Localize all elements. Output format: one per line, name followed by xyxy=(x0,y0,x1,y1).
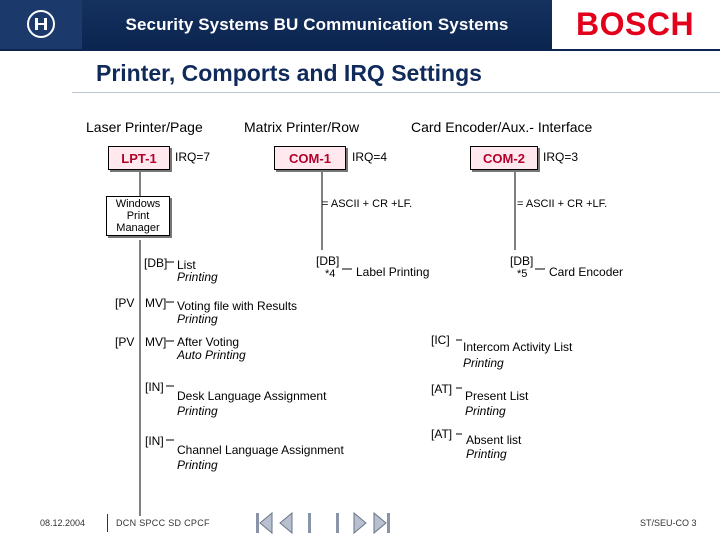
header-title: Security Systems BU Communication System… xyxy=(125,15,509,34)
right-item-2-line1: Present List xyxy=(465,389,529,403)
right-item-1-line2: Printing xyxy=(463,356,504,370)
page-title: Printer, Comports and IRQ Settings xyxy=(96,60,482,86)
card-item-tag: [DB] xyxy=(510,254,534,268)
right-item-1-tag: [IC] xyxy=(431,333,450,347)
header-divider xyxy=(0,49,720,51)
laser-item-3-prefix: [PV xyxy=(115,335,135,349)
right-item-3-tag: [AT] xyxy=(431,427,453,441)
first-slide-icon[interactable] xyxy=(256,511,273,535)
windows-print-manager-label: Windows Print Manager xyxy=(115,198,161,234)
bosch-logo-icon xyxy=(0,0,82,49)
com1-irq: IRQ=4 xyxy=(352,150,388,164)
com1-ascii-note: = ASCII + CR +LF. xyxy=(322,198,413,210)
laser-item-5-line1: Channel Language Assignment xyxy=(177,443,344,457)
right-item-2-tag: [AT] xyxy=(431,382,453,396)
laser-item-1-line2: Printing xyxy=(177,270,218,284)
lpt1-irq: IRQ=7 xyxy=(175,150,211,164)
laser-item-3-line1: After Voting xyxy=(177,335,240,349)
footer-department: DCN SPCC SD CPCF xyxy=(116,518,210,528)
title-divider xyxy=(72,92,720,93)
column-heading-card: Card Encoder/Aux.- Interface xyxy=(411,119,593,135)
card-item-note: *5 xyxy=(517,268,528,280)
lpt1-label: LPT-1 xyxy=(121,150,157,166)
right-item-3-line2: Printing xyxy=(466,447,507,461)
laser-item-5-line2: Printing xyxy=(177,458,218,472)
footer-page-number: ST/SEU-CO 3 xyxy=(640,518,697,528)
matrix-item-note: *4 xyxy=(325,268,336,280)
com1-label: COM-1 xyxy=(289,150,331,166)
footer-separator xyxy=(107,514,108,532)
lpt1-port-box: LPT-1 xyxy=(108,146,170,170)
card-item-label: Card Encoder xyxy=(549,265,624,279)
matrix-item-tag: [DB] xyxy=(316,254,340,268)
next-slide-icon[interactable] xyxy=(353,511,367,535)
com1-port-box: COM-1 xyxy=(274,146,346,170)
brand-logo: BOSCH xyxy=(576,6,695,42)
laser-item-4-line2: Printing xyxy=(177,404,218,418)
laser-item-4-tag: [IN] xyxy=(145,380,164,394)
laser-item-2-line1: Voting file with Results xyxy=(177,299,298,313)
com2-label: COM-2 xyxy=(483,150,525,166)
laser-item-3-line2: Auto Printing xyxy=(177,348,246,362)
matrix-item-label: Label Printing xyxy=(356,265,430,279)
com2-ascii-note: = ASCII + CR +LF. xyxy=(517,198,608,210)
laser-item-4-line1: Desk Language Assignment xyxy=(177,389,327,403)
com2-port-box: COM-2 xyxy=(470,146,538,170)
laser-item-2-line2: Printing xyxy=(177,312,218,326)
header-bar: Security Systems BU Communication System… xyxy=(0,0,552,49)
return-icon[interactable] xyxy=(308,513,339,533)
previous-slide-icon[interactable] xyxy=(279,511,293,535)
slide-navigation xyxy=(256,511,392,540)
last-slide-icon[interactable] xyxy=(373,511,390,535)
footer-date: 08.12.2004 xyxy=(40,518,86,528)
laser-item-2-prefix: [PV xyxy=(115,296,135,310)
column-heading-matrix: Matrix Printer/Row xyxy=(244,119,360,135)
laser-item-1-line1: List xyxy=(177,258,196,272)
laser-item-5-tag: [IN] xyxy=(145,434,164,448)
right-item-3-line1: Absent list xyxy=(466,433,522,447)
right-item-1-line1: Intercom Activity List xyxy=(463,340,573,354)
com2-irq: IRQ=3 xyxy=(543,150,579,164)
right-item-2-line2: Printing xyxy=(465,404,506,418)
laser-item-3-tag: MV] xyxy=(145,335,167,349)
column-heading-laser: Laser Printer/Page xyxy=(86,119,203,135)
laser-item-2-tag: MV] xyxy=(145,296,167,310)
laser-item-1-tag: [DB] xyxy=(144,256,168,270)
windows-print-manager-box: Windows Print Manager xyxy=(106,196,170,236)
